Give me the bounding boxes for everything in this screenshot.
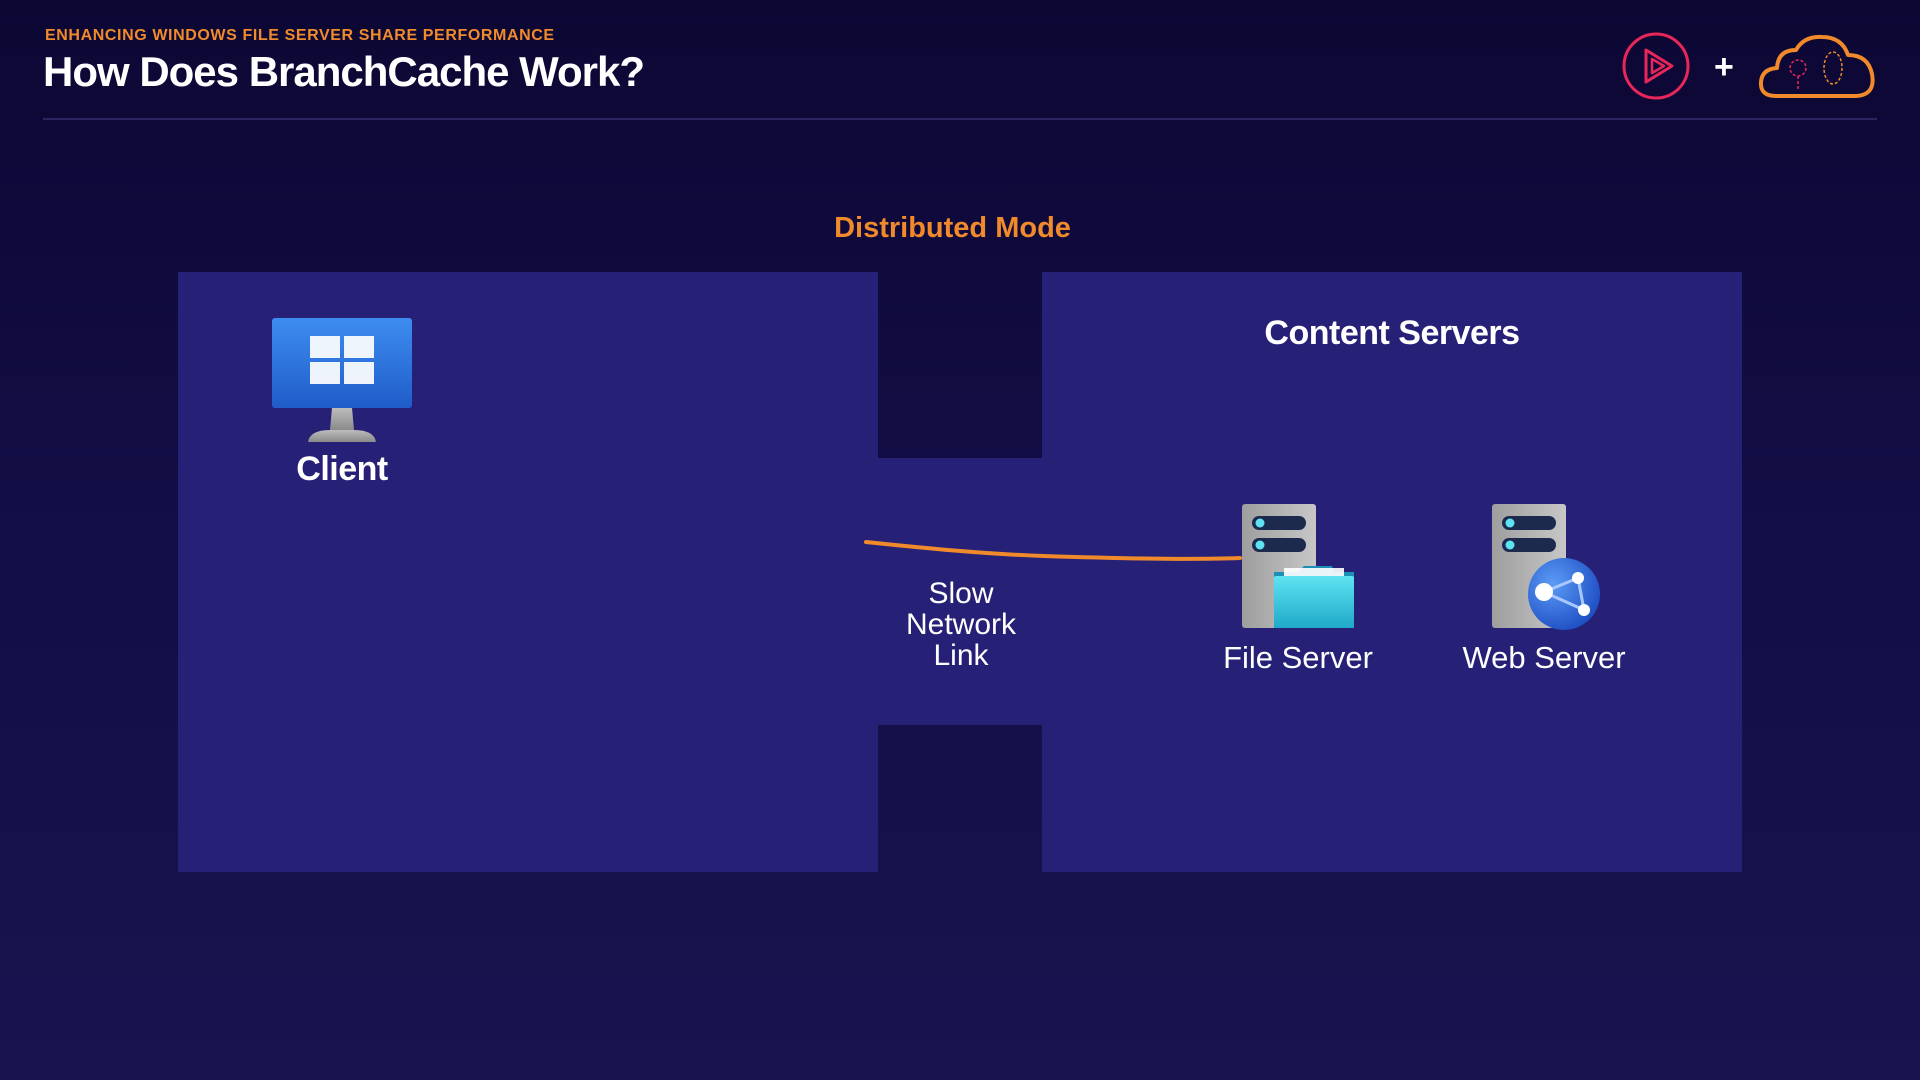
link-label-line-2: Network bbox=[905, 608, 1017, 641]
link-label-line-3: Link bbox=[933, 639, 989, 672]
file-server-label: File Server bbox=[1223, 640, 1373, 675]
web-server-icon bbox=[1492, 504, 1600, 630]
slow-network-link-label: Slow Network Link bbox=[861, 578, 1061, 671]
plus-icon: + bbox=[1714, 48, 1734, 86]
link-label-line-1: Slow bbox=[928, 577, 994, 610]
web-server-label: Web Server bbox=[1462, 640, 1626, 675]
content-servers-label: Content Servers bbox=[1264, 314, 1520, 352]
slide-eyebrow: ENHANCING WINDOWS FILE SERVER SHARE PERF… bbox=[45, 27, 555, 44]
pluralsight-play-icon bbox=[1622, 32, 1690, 100]
slide-title: How Does BranchCache Work? bbox=[43, 48, 645, 95]
network-link-bridge bbox=[876, 458, 1044, 725]
slow-network-link-line bbox=[864, 540, 1242, 561]
client-label: Client bbox=[296, 450, 388, 488]
header-divider bbox=[43, 118, 1877, 120]
file-server-icon bbox=[1242, 504, 1354, 628]
cloud-icon bbox=[1758, 34, 1875, 98]
windows-monitor-icon bbox=[272, 318, 412, 442]
distributed-mode-heading: Distributed Mode bbox=[834, 212, 1071, 244]
content-servers-panel bbox=[1042, 272, 1742, 872]
